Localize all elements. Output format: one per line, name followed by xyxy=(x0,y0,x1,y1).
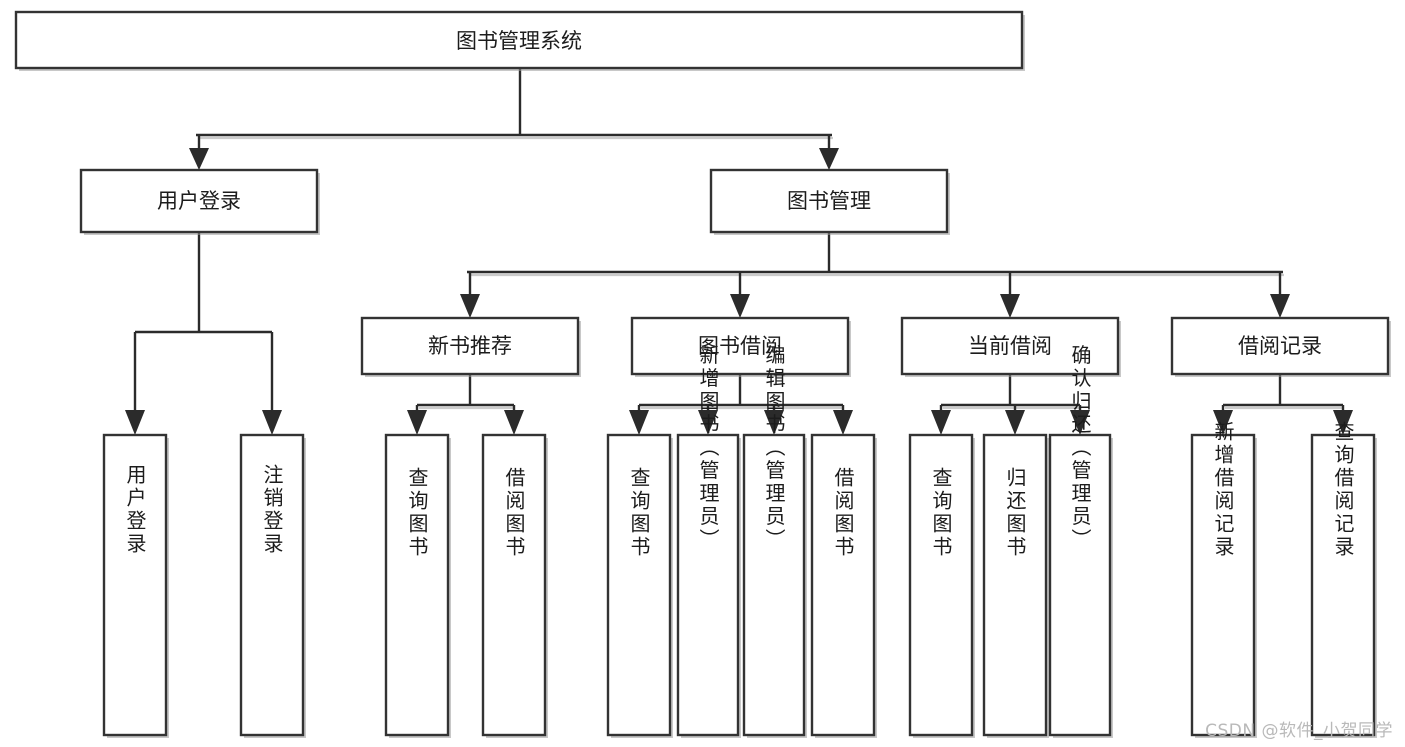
node-user-login[interactable]: 用户登录 xyxy=(79,168,320,235)
connector-root-to-user-login xyxy=(189,135,209,170)
leaf-borrow-add-book-admin[interactable]: 新增图书（管理员） xyxy=(676,344,741,738)
leaf-user-login-login[interactable]: 用户登录 xyxy=(102,433,169,738)
connector-borrow-records-to-leaves xyxy=(1213,374,1353,435)
connector-current-borrow-to-leaves xyxy=(931,374,1090,435)
leaf-records-query-record-label: 查询借阅记录 xyxy=(1331,421,1355,559)
connector-bus-to-level3-children xyxy=(460,272,1290,318)
leaf-borrow-edit-book-admin[interactable]: 编辑图书（管理员） xyxy=(742,344,807,738)
node-root-system[interactable]: 图书管理系统 xyxy=(14,10,1025,71)
leaf-recommend-borrow-book[interactable]: 借阅图书 xyxy=(481,433,548,738)
leaf-borrow-borrow-book[interactable]: 借阅图书 xyxy=(810,433,877,738)
node-new-book-recommend[interactable]: 新书推荐 xyxy=(360,316,581,377)
leaf-current-query-book-label: 查询图书 xyxy=(929,467,953,559)
connector-book-management-to-bus xyxy=(467,232,1284,277)
leaf-current-return-book-label: 归还图书 xyxy=(1003,467,1027,559)
leaf-borrow-edit-book-admin-label: 编辑图书（管理员） xyxy=(762,344,786,551)
leaf-current-return-book[interactable]: 归还图书 xyxy=(982,433,1049,738)
leaf-current-query-book[interactable]: 查询图书 xyxy=(908,433,975,738)
csdn-watermark: CSDN @软件_小贺同学 xyxy=(1205,721,1393,741)
connector-user-login-to-leaves xyxy=(125,232,282,435)
node-book-management-label: 图书管理 xyxy=(787,189,871,213)
connector-layer xyxy=(125,68,1353,435)
node-current-borrow[interactable]: 当前借阅 xyxy=(900,316,1121,377)
leaf-records-add-record[interactable]: 新增借阅记录 xyxy=(1190,421,1257,738)
leaf-recommend-borrow-book-label: 借阅图书 xyxy=(502,467,526,559)
leaf-user-login-logout[interactable]: 注销登录 xyxy=(239,433,306,738)
connector-root-to-bus xyxy=(196,68,833,140)
node-book-borrow-label: 图书借阅 xyxy=(698,334,782,358)
node-current-borrow-label: 当前借阅 xyxy=(968,334,1052,358)
node-root-system-label: 图书管理系统 xyxy=(456,29,582,53)
node-borrow-records[interactable]: 借阅记录 xyxy=(1170,316,1391,377)
node-borrow-records-label: 借阅记录 xyxy=(1238,334,1322,358)
leaf-user-login-login-label: 用户登录 xyxy=(123,464,147,556)
leaf-recommend-query-book-label: 查询图书 xyxy=(405,467,429,559)
leaf-records-add-record-label: 新增借阅记录 xyxy=(1211,421,1235,559)
leaf-recommend-query-book[interactable]: 查询图书 xyxy=(384,433,451,738)
node-book-borrow[interactable]: 图书借阅 xyxy=(630,316,851,377)
leaf-borrow-add-book-admin-label: 新增图书（管理员） xyxy=(696,344,720,551)
node-user-login-label: 用户登录 xyxy=(157,189,241,213)
connector-new-book-recommend-to-leaves xyxy=(407,374,524,435)
leaf-current-confirm-return-admin[interactable]: 确认归还（管理员） xyxy=(1048,344,1113,738)
leaf-borrow-query-book-label: 查询图书 xyxy=(627,467,651,559)
connector-root-to-book-management xyxy=(819,135,839,170)
leaf-records-query-record[interactable]: 查询借阅记录 xyxy=(1310,421,1377,738)
leaf-borrow-query-book[interactable]: 查询图书 xyxy=(606,433,673,738)
leaf-user-login-logout-label: 注销登录 xyxy=(260,464,284,556)
connector-book-borrow-to-leaves xyxy=(629,374,853,435)
leaf-borrow-borrow-book-label: 借阅图书 xyxy=(831,467,855,559)
node-book-management[interactable]: 图书管理 xyxy=(709,168,950,235)
node-new-book-recommend-label: 新书推荐 xyxy=(428,334,512,358)
leaf-current-confirm-return-admin-label: 确认归还（管理员） xyxy=(1068,344,1092,551)
